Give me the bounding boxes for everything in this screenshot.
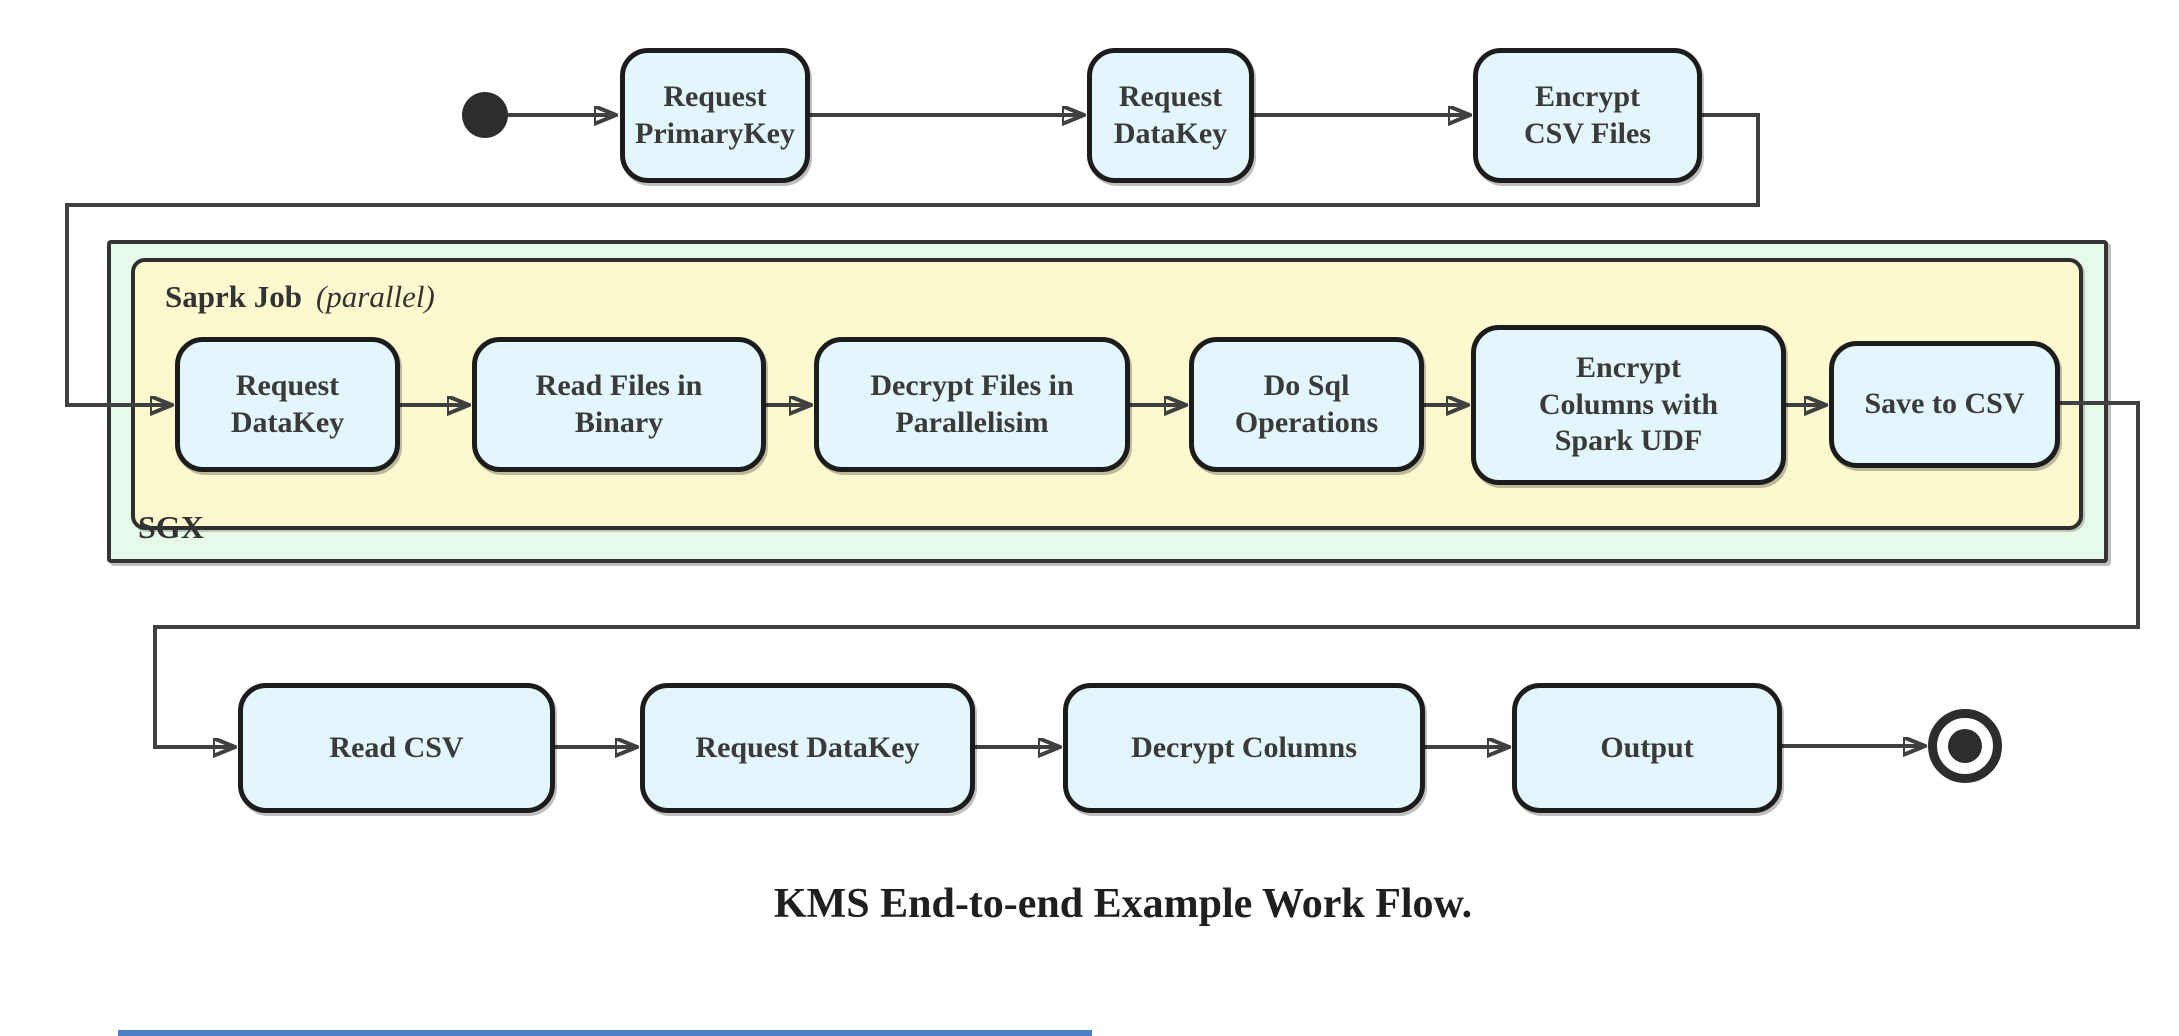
spark-job-container-label: Saprk Job (parallel) (165, 279, 435, 315)
diagram-caption: KMS End-to-end Example Work Flow. (773, 881, 1473, 927)
node-read-csv: Read CSV (238, 683, 555, 813)
node-request-datakey-sgx: Request DataKey (175, 337, 400, 472)
node-output: Output (1512, 683, 1782, 813)
node-request-datakey-top: Request DataKey (1087, 48, 1254, 183)
node-request-primarykey: Request PrimaryKey (620, 48, 810, 183)
node-read-files-in-binary: Read Files in Binary (472, 337, 766, 472)
spark-job-title: Saprk Job (165, 279, 302, 314)
node-decrypt-files-in-parallelisim: Decrypt Files in Parallelisim (814, 337, 1130, 472)
node-decrypt-columns: Decrypt Columns (1063, 683, 1425, 813)
node-request-datakey-bottom: Request DataKey (640, 683, 975, 813)
bottom-blue-bar (118, 1030, 1092, 1036)
node-encrypt-csv-files: Encrypt CSV Files (1473, 48, 1702, 183)
start-node (462, 92, 508, 138)
end-node (1928, 709, 2002, 783)
node-do-sql-operations: Do Sql Operations (1189, 337, 1424, 472)
sgx-container-label: SGX (138, 509, 204, 545)
spark-job-parallel-annotation: (parallel) (315, 279, 435, 314)
end-node-dot (1948, 729, 1982, 763)
node-save-to-csv: Save to CSV (1829, 341, 2060, 468)
node-encrypt-columns-with-spark-udf: Encrypt Columns with Spark UDF (1471, 325, 1786, 485)
